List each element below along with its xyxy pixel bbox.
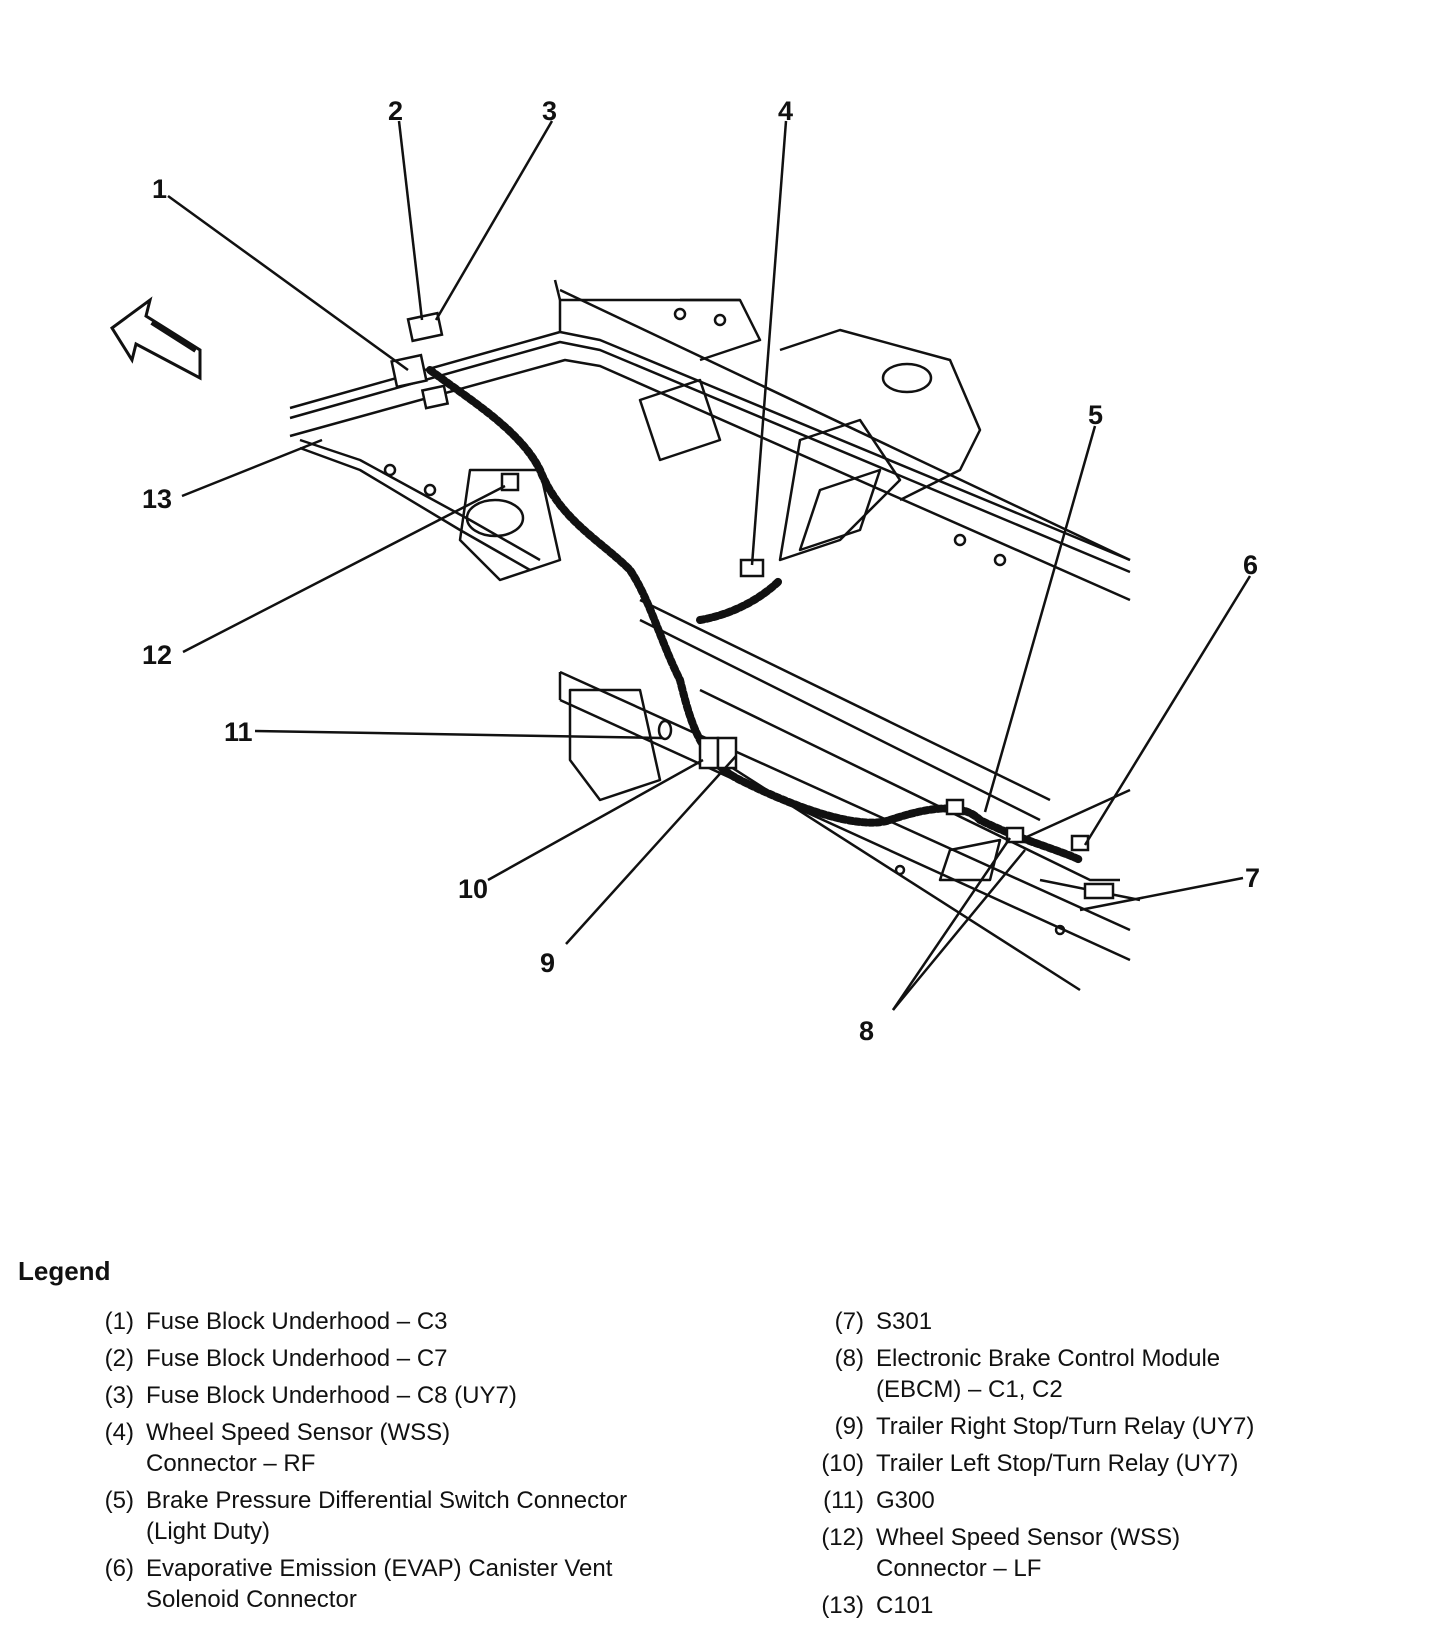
legend-item: (11) G300 bbox=[808, 1485, 1448, 1516]
legend-title: Legend bbox=[18, 1256, 111, 1286]
callout-labels: 1 2 3 4 5 6 7 8 9 10 11 12 13 bbox=[142, 96, 1260, 1046]
legend-number: (4) bbox=[104, 1419, 134, 1446]
callout-10: 10 bbox=[458, 874, 488, 904]
legend-item: (4) Wheel Speed Sensor (WSS) Connector – … bbox=[78, 1417, 778, 1479]
legend-number: (9) bbox=[834, 1413, 864, 1440]
connector-blocks bbox=[390, 311, 1115, 900]
legend-description: Fuse Block Underhood – C7 bbox=[146, 1345, 448, 1372]
legend-number: (5) bbox=[104, 1487, 134, 1514]
legend-description: C101 bbox=[876, 1592, 934, 1619]
callout-9: 9 bbox=[540, 948, 555, 978]
legend-item: (7) S301 bbox=[808, 1306, 1448, 1337]
wiring-diagram: 1 2 3 4 5 6 7 8 9 10 11 12 13 bbox=[109, 96, 1260, 1046]
legend-number: (10) bbox=[821, 1450, 864, 1477]
legend-item: (10) Trailer Left Stop/Turn Relay (UY7) bbox=[808, 1448, 1448, 1479]
legend-item: (12) Wheel Speed Sensor (WSS) Connector –… bbox=[808, 1522, 1448, 1584]
direction-arrow-icon bbox=[109, 296, 202, 381]
legend-description: Electronic Brake Control Module (EBCM) –… bbox=[876, 1345, 1221, 1403]
legend-number: (13) bbox=[821, 1592, 864, 1619]
legend-number: (11) bbox=[823, 1487, 864, 1514]
legend-description: Fuse Block Underhood – C8 (UY7) bbox=[146, 1382, 517, 1409]
leader-lines bbox=[167, 120, 1252, 1011]
legend-number: (12) bbox=[821, 1524, 864, 1551]
callout-7: 7 bbox=[1245, 863, 1260, 893]
legend-description: Brake Pressure Differential Switch Conne… bbox=[146, 1487, 628, 1545]
legend-number: (7) bbox=[834, 1308, 864, 1335]
legend-number: (6) bbox=[104, 1555, 134, 1582]
legend-description: Wheel Speed Sensor (WSS) Connector – LF bbox=[876, 1524, 1181, 1582]
callout-3: 3 bbox=[542, 96, 557, 126]
legend-item: (5) Brake Pressure Differential Switch Co… bbox=[78, 1485, 778, 1547]
frame-drawing bbox=[289, 279, 1141, 992]
legend-item: (1) Fuse Block Underhood – C3 bbox=[78, 1306, 778, 1337]
legend-description: Trailer Left Stop/Turn Relay (UY7) bbox=[876, 1450, 1239, 1477]
legend-number: (3) bbox=[104, 1382, 134, 1409]
legend-item: (13) C101 bbox=[808, 1590, 1448, 1621]
callout-12: 12 bbox=[142, 640, 172, 670]
callout-1: 1 bbox=[152, 174, 167, 204]
callout-6: 6 bbox=[1243, 550, 1258, 580]
callout-8: 8 bbox=[859, 1016, 874, 1046]
legend-description: Wheel Speed Sensor (WSS) Connector – RF bbox=[146, 1419, 451, 1477]
callout-4: 4 bbox=[778, 96, 793, 126]
legend-item: (9) Trailer Right Stop/Turn Relay (UY7) bbox=[808, 1411, 1448, 1442]
legend-description: Trailer Right Stop/Turn Relay (UY7) bbox=[876, 1413, 1255, 1440]
legend-number: (2) bbox=[104, 1345, 134, 1372]
legend-description: Evaporative Emission (EVAP) Canister Ven… bbox=[146, 1555, 613, 1613]
callout-5: 5 bbox=[1088, 400, 1103, 430]
legend-item: (8) Electronic Brake Control Module (EBCM… bbox=[808, 1343, 1448, 1405]
legend-item: (6) Evaporative Emission (EVAP) Canister … bbox=[78, 1553, 778, 1615]
legend-number: (8) bbox=[834, 1345, 864, 1372]
legend-item: (3) Fuse Block Underhood – C8 (UY7) bbox=[78, 1380, 778, 1411]
wiring-harness bbox=[426, 366, 1084, 864]
legend-description: Fuse Block Underhood – C3 bbox=[146, 1308, 448, 1335]
legend-column-right: (7) S301 (8) Electronic Brake Control Modu… bbox=[808, 1306, 1448, 1627]
callout-2: 2 bbox=[388, 96, 403, 126]
legend-description: S301 bbox=[876, 1308, 933, 1335]
legend-description: G300 bbox=[876, 1487, 935, 1514]
legend-item: (2) Fuse Block Underhood – C7 bbox=[78, 1343, 778, 1374]
legend-column-left: (1) Fuse Block Underhood – C3 (2) Fuse Blo… bbox=[78, 1306, 778, 1621]
callout-11: 11 bbox=[224, 717, 253, 747]
callout-13: 13 bbox=[142, 484, 172, 514]
legend-number: (1) bbox=[104, 1308, 134, 1335]
